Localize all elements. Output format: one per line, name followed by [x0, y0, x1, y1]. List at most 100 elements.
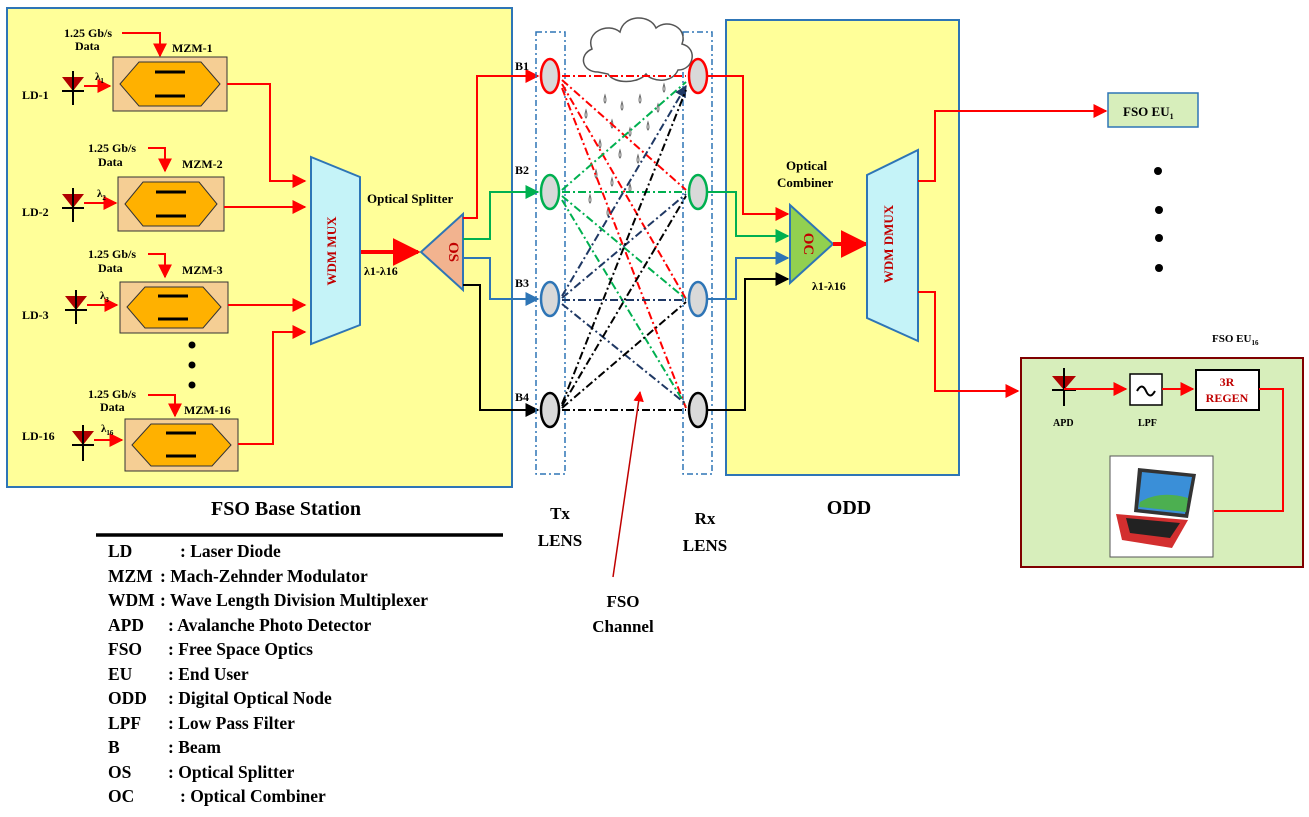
data-label: Data — [75, 39, 100, 53]
data-rate-label: 1.25 Gb/s — [64, 26, 112, 40]
laser-diode-icon — [62, 71, 84, 105]
legend-key: FSO — [108, 639, 143, 659]
legend-desc: : End User — [168, 663, 249, 684]
eu-ellipsis — [1154, 167, 1163, 272]
mzm-hexagon — [124, 181, 218, 227]
tx-lens-column — [535, 31, 566, 475]
laptop-icon — [1109, 455, 1214, 558]
legend-item: ODD: Digital Optical Node — [108, 686, 428, 711]
tx-label-line1: Tx — [550, 504, 570, 523]
legend-desc: : Low Pass Filter — [168, 712, 295, 733]
apd-label: APD — [1053, 418, 1074, 429]
legend-item: LD: Laser Diode — [108, 539, 428, 564]
legend-item: WDM: Wave Length Division Multiplexer — [108, 588, 428, 613]
regen-label-line2: REGEN — [1206, 391, 1249, 405]
rain-drops — [584, 82, 666, 217]
legend-desc: : Laser Diode — [180, 541, 281, 561]
legend-desc: : Beam — [168, 737, 221, 757]
rx-lens-column — [682, 31, 713, 475]
data-label: Data — [100, 400, 125, 414]
legend-desc: : Optical Combiner — [180, 786, 326, 806]
odd-title: ODD — [827, 497, 871, 519]
optical-splitter — [419, 211, 464, 293]
mzm-label: MZM-1 — [172, 41, 213, 55]
mzm-hexagon — [126, 286, 222, 329]
ld-label: LD-3 — [22, 308, 49, 322]
rx-lens-2 — [687, 173, 709, 211]
regen-box — [1195, 369, 1260, 411]
eu1-label: FSO EU1 — [1123, 104, 1174, 121]
regen-label-line1: 3R — [1220, 375, 1235, 389]
legend-key: B — [108, 737, 120, 757]
legend-item: FSO : Free Space Optics — [108, 637, 428, 662]
combiner-title-line2: Combiner — [777, 175, 834, 190]
beam-label: B1 — [515, 59, 529, 73]
tx-lens-b4 — [539, 391, 561, 429]
lambda-label: λ2 — [97, 188, 106, 202]
lpf-label: LPF — [1138, 418, 1157, 429]
legend-desc: : Free Space Optics — [168, 639, 313, 659]
data-rate-label: 1.25 Gb/s — [88, 387, 136, 401]
mux-wavelength-label: λ1-λ16 — [364, 264, 398, 278]
beam-label: B2 — [515, 163, 529, 177]
channel-2: 1.25 Gb/s Data MZM-2 LD-2 λ2 — [22, 141, 307, 232]
channel-3: 1.25 Gb/s Data MZM-3 LD-3 λ3 — [22, 247, 307, 334]
laser-diode-icon — [65, 290, 87, 324]
mzm-hexagon — [131, 423, 232, 467]
odd-wavelength-label: λ1-λ16 — [812, 279, 846, 293]
beam-label: B4 — [515, 390, 529, 404]
combiner-label: OC — [800, 233, 816, 256]
fso-channel-label-line1: FSO — [606, 592, 639, 611]
rx-lens-3 — [687, 280, 709, 318]
channel-1: 1.25 Gb/s Data MZM-1 LD-1 λ1 — [22, 26, 307, 188]
laser-diode-icon — [72, 425, 94, 461]
splitter-title: Optical Splitter — [367, 191, 454, 206]
tx-lens-b1 — [539, 57, 561, 95]
eu16-label: FSO EU16 — [1212, 333, 1259, 347]
rx-label-line1: Rx — [695, 509, 716, 528]
legend-item: OC: Optical Combiner — [108, 784, 428, 809]
cloud-icon — [582, 17, 693, 83]
mux-label: WDM MUX — [324, 216, 339, 286]
odd-panel — [725, 19, 960, 476]
data-rate-label: 1.25 Gb/s — [88, 141, 136, 155]
beam-lines-green — [561, 81, 687, 407]
eu1-box — [1107, 92, 1199, 128]
legend-key: WDM — [108, 590, 155, 610]
legend-item: EU: End User — [108, 662, 428, 687]
data-rate-label: 1.25 Gb/s — [88, 247, 136, 261]
legend-item: LPF: Low Pass Filter — [108, 711, 428, 736]
rx-lens-4 — [687, 391, 709, 429]
lambda-label: λ1 — [95, 71, 104, 85]
ld-label: LD-16 — [22, 429, 55, 443]
base-station-title: FSO Base Station — [211, 498, 361, 520]
laser-diode-icon — [62, 188, 84, 222]
legend-key: ODD — [108, 688, 147, 708]
rx-lens-1 — [687, 57, 709, 95]
legend-desc: : Optical Splitter — [168, 761, 295, 782]
mzm-label: MZM-2 — [182, 157, 223, 171]
beam-lines-black — [561, 89, 687, 411]
legend-desc: : Avalanche Photo Detector — [168, 614, 372, 635]
optical-combiner — [789, 202, 835, 286]
wdm-dmux — [866, 148, 919, 343]
legend-key: OS — [108, 761, 132, 782]
splitter-label: OS — [445, 242, 461, 262]
channel-16: 1.25 Gb/s Data MZM-16 LD-16 λ16 — [22, 325, 307, 472]
legend-key: MZM — [108, 565, 153, 586]
tx-lens-b2 — [539, 173, 561, 211]
legend-item: APD : Avalanche Photo Detector — [108, 613, 428, 638]
legend-desc: : Mach-Zehnder Modulator — [160, 565, 368, 586]
fso-channel-label-line2: Channel — [592, 617, 654, 636]
legend: LD: Laser Diode MZM : Mach-Zehnder Modula… — [108, 539, 428, 809]
mzm-hexagon — [119, 61, 221, 107]
mzm-label: MZM-3 — [182, 263, 223, 277]
lambda-label: λ16 — [101, 423, 114, 437]
mzm-label: MZM-16 — [184, 403, 231, 417]
legend-key: APD — [108, 614, 144, 635]
tx-label-line2: LENS — [538, 531, 582, 550]
data-label: Data — [98, 261, 123, 275]
legend-item: B : Beam — [108, 735, 428, 760]
ld-label: LD-2 — [22, 205, 49, 219]
